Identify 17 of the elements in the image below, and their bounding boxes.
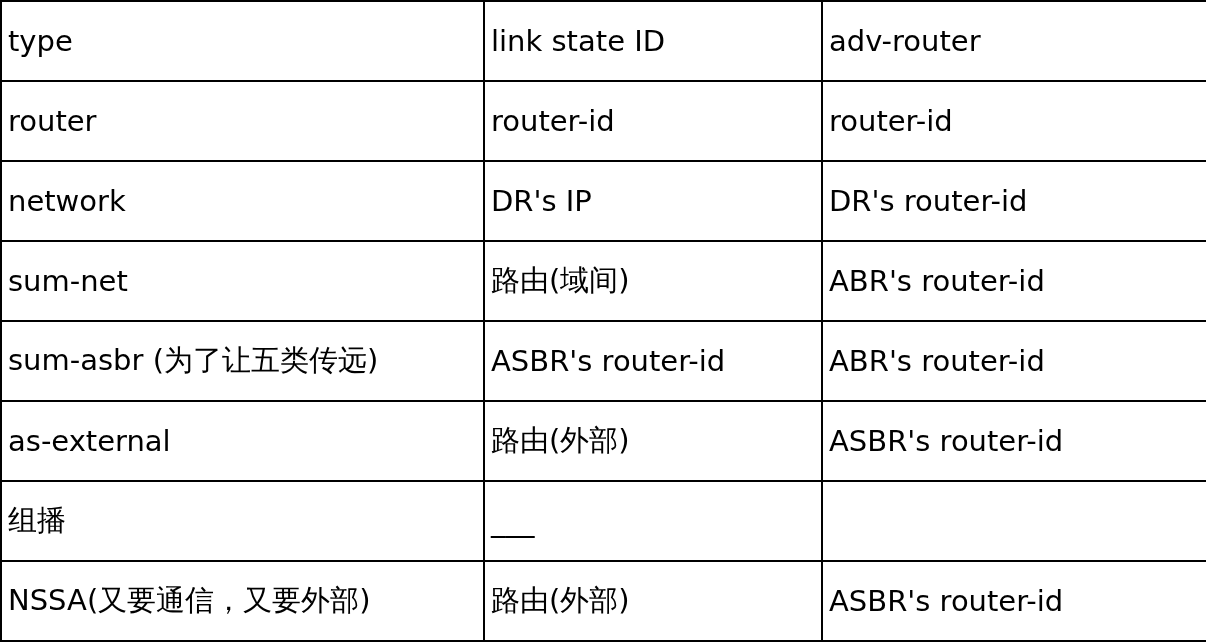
table-cell: sum-asbr (为了让五类传远) xyxy=(1,321,484,401)
table-cell: ASBR's router-id xyxy=(484,321,822,401)
table-cell: 路由(域间) xyxy=(484,241,822,321)
table-cell: type xyxy=(1,1,484,81)
table-cell: NSSA(又要通信，又要外部) xyxy=(1,561,484,641)
table-cell: sum-net xyxy=(1,241,484,321)
table-cell: router-id xyxy=(484,81,822,161)
table-cell: 组播 xyxy=(1,481,484,561)
table-cell: adv-router xyxy=(822,1,1206,81)
table-cell: network xyxy=(1,161,484,241)
table-cell: router xyxy=(1,81,484,161)
table-cell: link state ID xyxy=(484,1,822,81)
table-cell: as-external xyxy=(1,401,484,481)
table-cell: 路由(外部) xyxy=(484,401,822,481)
table-cell: 路由(外部) xyxy=(484,561,822,641)
table-cell: DR's IP xyxy=(484,161,822,241)
table-cell: ___ xyxy=(484,481,822,561)
